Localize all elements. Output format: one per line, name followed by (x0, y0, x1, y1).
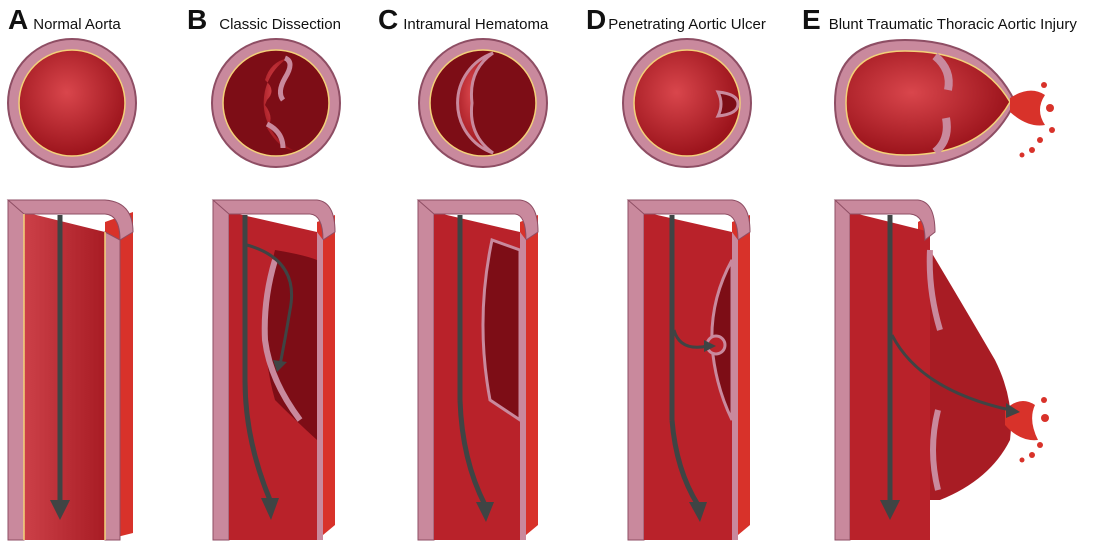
panel-e: E Blunt Traumatic Thoracic Aortic Injury (800, 0, 1102, 554)
blood-spurt-cross-section (1010, 82, 1055, 158)
panel-c-letter: C (378, 6, 398, 34)
blunt-traumatic-aortic-injury-illustration (800, 0, 1102, 554)
intramural-hematoma-illustration (410, 0, 590, 554)
panel-c: C Intramural Hematoma (410, 0, 590, 554)
classic-dissection-illustration (205, 0, 405, 554)
cut-wall-left (8, 200, 24, 540)
panel-a: A Normal Aorta (0, 0, 200, 554)
hematoma-longitudinal (483, 240, 520, 420)
cut-wall-right (105, 232, 120, 540)
normal-aorta-illustration (0, 0, 200, 554)
penetrating-aortic-ulcer-illustration (620, 0, 800, 554)
lumen-cross-section (19, 50, 125, 156)
panel-b: B Classic Dissection (205, 0, 405, 554)
pseudoaneurysm-longitudinal (930, 250, 1011, 500)
ulcer-crater-cross-section (718, 92, 738, 116)
lumen-longitudinal (24, 212, 105, 540)
panel-d: D Penetrating Aortic Ulcer (620, 0, 800, 554)
panel-d-letter: D (586, 6, 606, 34)
